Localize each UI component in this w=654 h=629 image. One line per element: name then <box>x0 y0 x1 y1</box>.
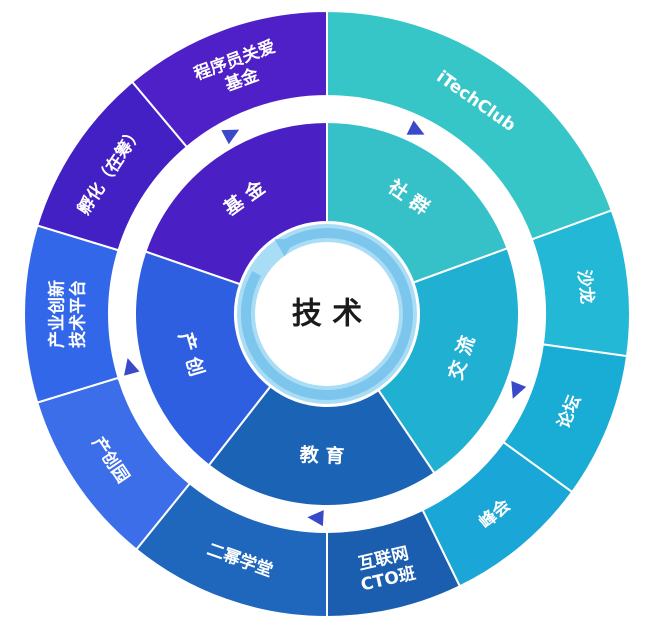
outer-segment-shalong: 沙龙 <box>530 209 631 358</box>
outer-segment-chanye-pingtai: 产业创新技术平台 <box>23 224 120 404</box>
outer-ring: iTechClub沙龙论坛峰会互联网CTO班二幂学堂产创园产业创新技术平台孵化（… <box>23 9 631 619</box>
center-fill <box>255 242 399 386</box>
middle-segment-shape <box>144 120 328 286</box>
outer-segment-fenghui: 峰会 <box>421 440 574 588</box>
outer-segment-label: 产业创新技术平台 <box>47 280 89 348</box>
flow-arrow-icon <box>221 129 240 145</box>
middle-segment-label: 教 育 <box>299 443 344 468</box>
middle-segment-shape <box>326 120 509 284</box>
middle-ring: 社 群交 流教 育 产 创基 金 <box>134 120 520 507</box>
outer-segment-itechclub: iTechClub <box>326 9 614 241</box>
outer-segment-label: 互联网CTO班 <box>354 543 417 595</box>
flow-arrow-icon <box>406 120 425 135</box>
flow-arrow-icon <box>307 510 324 527</box>
outer-segment-label-line: 沙龙 <box>573 269 597 305</box>
middle-segment-shape <box>207 385 436 507</box>
cycle-arrowhead-icon <box>274 238 296 257</box>
outer-segment-label-line: 技术平台 <box>68 280 89 348</box>
outer-segment-ermu-xuetang: 二幂学堂 <box>134 482 328 619</box>
flow-arrow-icon <box>511 380 527 399</box>
outer-segment-chengxuyuan-jijin: 程序员关爱基金 <box>130 9 328 149</box>
middle-segment-chuangchuang: 产 创 <box>134 250 272 467</box>
outer-segment-label-line: 产业创新 <box>47 280 68 348</box>
outer-segment-luntan: 论坛 <box>501 343 629 494</box>
middle-segment-shape <box>134 250 272 467</box>
flow-arrow-icon <box>124 358 140 376</box>
center-label: 技 术 <box>292 297 362 332</box>
ring-arrows <box>124 120 527 527</box>
middle-segment-shape <box>377 247 520 475</box>
outer-segment-label: 沙龙 <box>573 269 597 305</box>
outer-segment-shape <box>130 9 328 149</box>
cycle-arrow-icon <box>241 228 413 400</box>
outer-segment-chanchuangyuan: 产创园 <box>35 376 192 551</box>
middle-segment-jijin: 基 金 <box>144 120 328 286</box>
middle-segment-jiaoyu: 教 育 <box>207 385 436 507</box>
middle-segment-shequn: 社 群 <box>326 120 509 284</box>
middle-segment-jiaoliu: 交 流 <box>377 247 520 475</box>
